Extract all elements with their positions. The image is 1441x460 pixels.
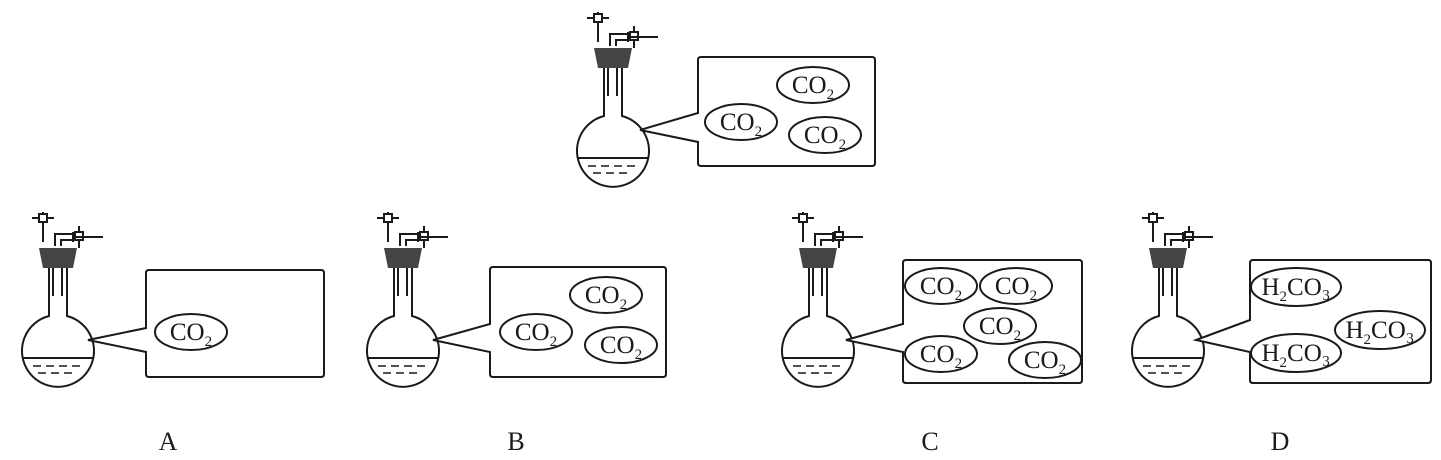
molecule-bubble: CO2 bbox=[776, 66, 850, 104]
molecule-bubble: CO2 bbox=[584, 326, 658, 364]
molecule-formula: CO2 bbox=[170, 319, 212, 350]
molecule-bubble: CO2 bbox=[154, 313, 228, 351]
flask bbox=[781, 212, 863, 388]
molecule-bubble: CO2 bbox=[904, 267, 978, 305]
molecule-formula: H2CO₃ bbox=[1261, 274, 1330, 305]
option-letter: D bbox=[1271, 427, 1290, 456]
molecule-bubble: CO2 bbox=[979, 267, 1053, 305]
flask bbox=[366, 212, 448, 388]
molecule-bubble: H2CO₃ bbox=[1250, 333, 1342, 373]
molecule-formula: CO2 bbox=[585, 282, 627, 313]
molecule-formula: CO2 bbox=[515, 319, 557, 350]
molecule-bubble: H2CO₃ bbox=[1250, 267, 1342, 307]
molecule-formula: CO2 bbox=[792, 72, 834, 103]
molecule-formula: CO2 bbox=[600, 332, 642, 363]
molecule-formula: CO2 bbox=[720, 109, 762, 140]
molecule-formula: CO2 bbox=[804, 122, 846, 153]
option-letter: A bbox=[159, 427, 178, 456]
molecule-formula: H2CO₃ bbox=[1261, 340, 1330, 371]
molecule-bubble: CO2 bbox=[904, 335, 978, 373]
molecule-formula: CO2 bbox=[920, 273, 962, 304]
molecule-bubble: CO2 bbox=[499, 313, 573, 351]
flask bbox=[21, 212, 103, 388]
molecule-bubble: H2CO₃ bbox=[1334, 310, 1426, 350]
option-letter: C bbox=[921, 427, 938, 456]
option-letter: B bbox=[507, 427, 524, 456]
flask bbox=[1131, 212, 1213, 388]
option-d-panel: H2CO₃ H2CO₃ H2CO₃ D bbox=[1131, 212, 1432, 456]
molecule-bubble: CO2 bbox=[788, 116, 862, 154]
flask bbox=[576, 12, 658, 188]
molecule-bubble: CO2 bbox=[569, 276, 643, 314]
molecule-formula: H2CO₃ bbox=[1345, 317, 1414, 348]
molecule-formula: CO2 bbox=[1024, 347, 1066, 378]
molecule-bubble: CO2 bbox=[963, 307, 1037, 345]
molecule-bubble: CO2 bbox=[1008, 341, 1082, 379]
molecule-formula: CO2 bbox=[920, 341, 962, 372]
molecule-bubble: CO2 bbox=[704, 103, 778, 141]
molecule-formula: CO2 bbox=[979, 313, 1021, 344]
molecule-formula: CO2 bbox=[995, 273, 1037, 304]
option-a-panel: CO2 A bbox=[21, 212, 325, 456]
